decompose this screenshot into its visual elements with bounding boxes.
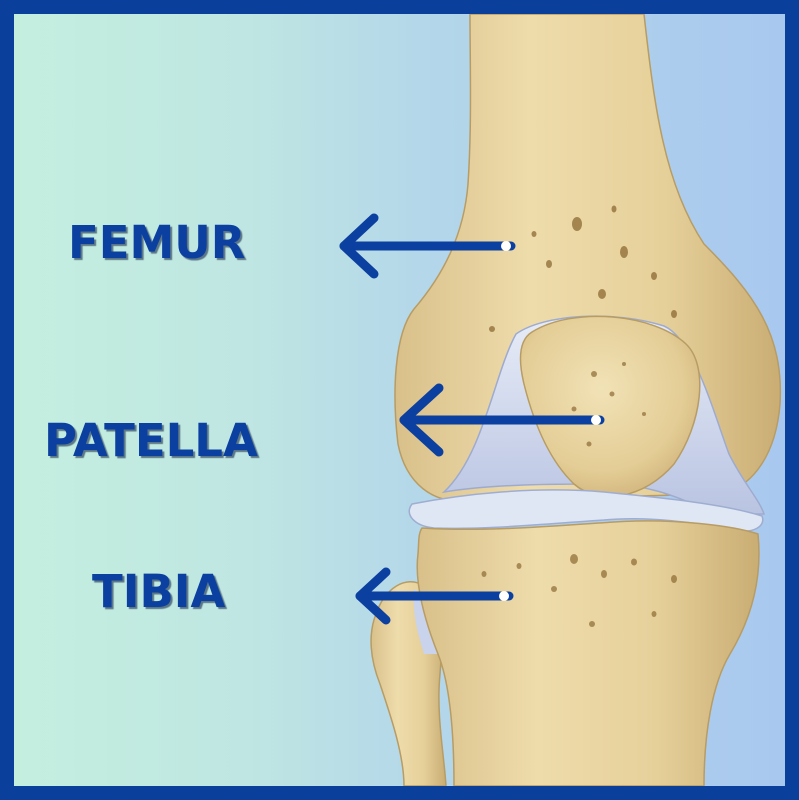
patella-pointer-dot: [591, 415, 601, 425]
knee-joint-illustration: [14, 14, 785, 786]
femur-label: FEMUR: [68, 220, 245, 265]
femur-pointer-dot: [501, 241, 511, 251]
tibia-label: TIBIA: [92, 569, 225, 614]
patella-label: PATELLA: [44, 418, 258, 463]
tibia-pointer-dot: [499, 591, 509, 601]
tibia-bone: [417, 521, 759, 786]
